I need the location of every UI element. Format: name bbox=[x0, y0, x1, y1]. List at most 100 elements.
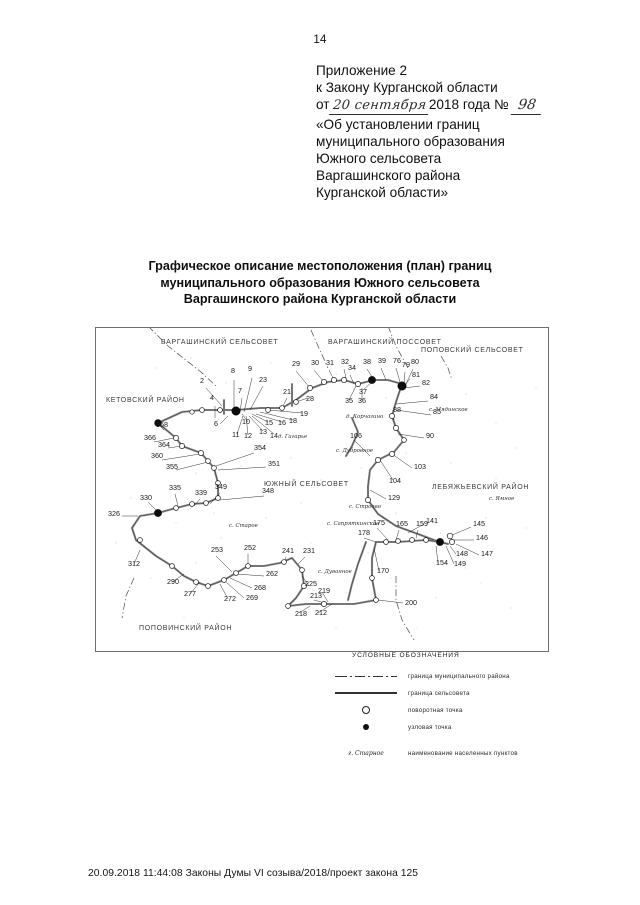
date-handwritten: 20 сентября bbox=[328, 97, 430, 116]
date-prefix: от bbox=[316, 97, 330, 113]
appendix-line-6: Южного сельсовета bbox=[316, 151, 442, 167]
map-legend: УСЛОВНЫЕ ОБОЗНАЧЕНИЯ граница муниципальн… bbox=[330, 652, 580, 763]
point-label-36: 90 bbox=[426, 431, 434, 440]
point-label-22: 34 bbox=[348, 363, 356, 372]
point-label-41: 141 bbox=[426, 516, 438, 525]
dash-dot-line-icon bbox=[330, 675, 402, 677]
legend-label-district-border: граница муниципального района bbox=[408, 672, 510, 680]
point-label-52: 178 bbox=[358, 528, 370, 537]
point-label-61: 252 bbox=[244, 543, 256, 552]
appendix-header: Приложение 2 к Закону Курганской области… bbox=[316, 62, 616, 202]
page-title-line-3: Варгашинского района Курганской области bbox=[183, 292, 457, 306]
point-label-21: 32 bbox=[341, 357, 349, 366]
point-label-60: 241 bbox=[282, 546, 294, 555]
page-number: 14 bbox=[313, 34, 327, 46]
place-label-2: д. Гагарье bbox=[278, 434, 307, 440]
place-label-7: с. Дуванное bbox=[318, 569, 352, 575]
region-label-6: ПОПОВИНСКИЙ РАЙОН bbox=[139, 623, 232, 632]
appendix-line-7: Варгашинского района bbox=[316, 168, 461, 184]
appendix-line-2: к Закону Курганской области bbox=[316, 80, 498, 96]
point-label-17: 28 bbox=[306, 394, 314, 403]
place-label-5: с. Старое bbox=[229, 523, 258, 529]
legend-item-selsovet-border: граница сельсовета bbox=[330, 686, 580, 700]
point-label-75: 349 bbox=[215, 482, 227, 491]
point-label-57: 219 bbox=[318, 586, 330, 595]
point-label-11: 15 bbox=[265, 418, 273, 427]
point-label-51: 175 bbox=[373, 518, 385, 527]
point-label-54: 212 bbox=[315, 608, 327, 617]
point-label-70: 326 bbox=[108, 509, 120, 518]
point-label-35: 88 bbox=[393, 405, 401, 414]
region-label-1: ВАРГАШИНСКИЙ ПОССОВЕТ bbox=[328, 337, 442, 346]
region-label-4: ЮЖНЫЙ СЕЛЬСОВЕТ bbox=[264, 479, 349, 488]
point-label-2: 6 bbox=[214, 419, 218, 428]
point-label-12: 16 bbox=[278, 418, 286, 427]
point-label-9: 13 bbox=[259, 427, 267, 436]
point-label-19: 30 bbox=[311, 358, 319, 367]
point-label-34: 85 bbox=[433, 407, 441, 416]
turning-point-nodes bbox=[137, 377, 455, 609]
page-title: Графическое описание местоположения (пла… bbox=[70, 258, 570, 308]
page-footer: 20.09.2018 11:44:08 Законы Думы VI созыв… bbox=[88, 868, 419, 879]
point-label-6: 10 bbox=[242, 417, 250, 426]
point-label-15: 21 bbox=[283, 387, 291, 396]
point-label-32: 82 bbox=[422, 378, 430, 387]
appendix-line-5: муниципального образования bbox=[316, 133, 505, 149]
point-label-16: 23 bbox=[259, 375, 267, 384]
place-label-6: с. Сапряткинское bbox=[327, 521, 379, 527]
point-label-5: 9 bbox=[248, 364, 252, 373]
point-label-24: 36 bbox=[358, 396, 366, 405]
place-name-sample-icon: г. Старное bbox=[330, 750, 402, 757]
point-label-20: 31 bbox=[326, 358, 334, 367]
point-label-26: 38 bbox=[363, 357, 371, 366]
point-label-55: 213 bbox=[310, 591, 322, 600]
point-label-69: 312 bbox=[128, 559, 140, 568]
point-label-48: 159 bbox=[416, 519, 428, 528]
legend-title: УСЛОВНЫЕ ОБОЗНАЧЕНИЯ bbox=[352, 652, 460, 659]
legend-item-district-border: граница муниципального района bbox=[330, 669, 580, 683]
point-label-1: 4 bbox=[210, 393, 214, 402]
point-label-42: 145 bbox=[473, 519, 485, 528]
point-label-4: 7 bbox=[238, 386, 242, 395]
date-suffix: 2018 года № bbox=[428, 97, 509, 113]
place-label-0: с. Мядинское bbox=[429, 407, 468, 413]
legend-label-turning-point: поворотная точка bbox=[408, 706, 463, 714]
point-label-56: 218 bbox=[295, 609, 307, 618]
point-label-64: 268 bbox=[254, 583, 266, 592]
point-label-7: 11 bbox=[232, 430, 239, 439]
place-label-1: д. Корчагино bbox=[346, 414, 384, 420]
map-place-labels: с. Мядинское д. Корчагино д. Гагарье с. Дуб… bbox=[229, 407, 514, 575]
point-label-45: 148 bbox=[456, 549, 468, 558]
point-label-68: 290 bbox=[167, 577, 179, 586]
point-label-82: 368 bbox=[156, 420, 168, 429]
appendix-line-8: Курганской области» bbox=[316, 185, 449, 201]
point-label-46: 149 bbox=[454, 559, 466, 568]
junction-point-nodes bbox=[154, 376, 444, 546]
region-label-2: ПОПОВСКИЙ СЕЛЬСОВЕТ bbox=[421, 345, 524, 354]
point-label-71: 330 bbox=[140, 493, 152, 502]
point-label-39: 106 bbox=[350, 431, 362, 440]
point-label-65: 269 bbox=[246, 593, 258, 602]
point-label-79: 360 bbox=[151, 451, 163, 460]
point-label-44: 147 bbox=[481, 549, 493, 558]
point-label-3: 8 bbox=[231, 366, 235, 375]
point-label-50: 170 bbox=[377, 566, 389, 575]
legend-item-junction-point: узловая точка bbox=[330, 720, 580, 734]
page-title-line-1: Графическое описание местоположения (пла… bbox=[148, 259, 492, 273]
point-label-49: 165 bbox=[396, 519, 408, 528]
place-label-3: с. Дубровное bbox=[336, 447, 373, 454]
point-label-25: 37 bbox=[359, 387, 367, 396]
point-label-74: 348 bbox=[262, 486, 274, 495]
filled-circle-icon bbox=[330, 724, 402, 730]
point-label-10: 14 bbox=[270, 431, 278, 440]
district-boundary-lines bbox=[121, 328, 453, 641]
point-label-80: 364 bbox=[158, 440, 170, 449]
point-label-13: 18 bbox=[289, 416, 297, 425]
point-label-67: 277 bbox=[184, 589, 196, 598]
